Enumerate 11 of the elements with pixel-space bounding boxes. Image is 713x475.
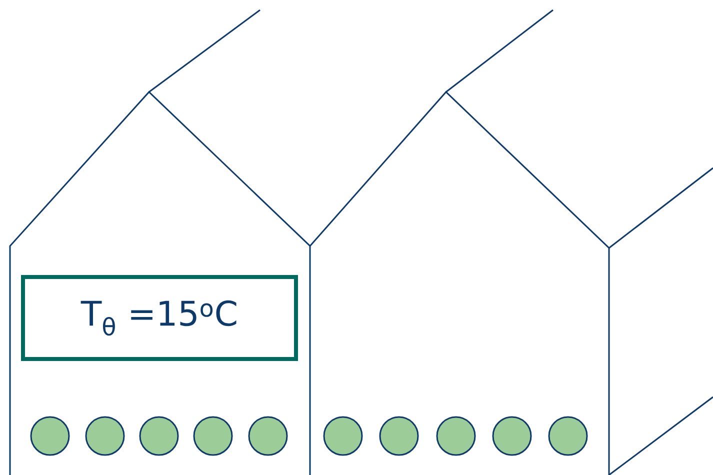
temperature-box: T$_{θ}$ =15$^{o}$C	[21, 275, 298, 361]
plant-circle	[548, 416, 588, 456]
plant-circle	[379, 416, 419, 456]
plant-circle	[30, 416, 70, 456]
plant-circle	[248, 416, 288, 456]
plant-circle	[193, 416, 233, 456]
plant-circle	[139, 416, 179, 456]
plant-circle	[323, 416, 363, 456]
plant-circle	[492, 416, 532, 456]
plant-circle	[436, 416, 476, 456]
plant-circle	[85, 416, 125, 456]
